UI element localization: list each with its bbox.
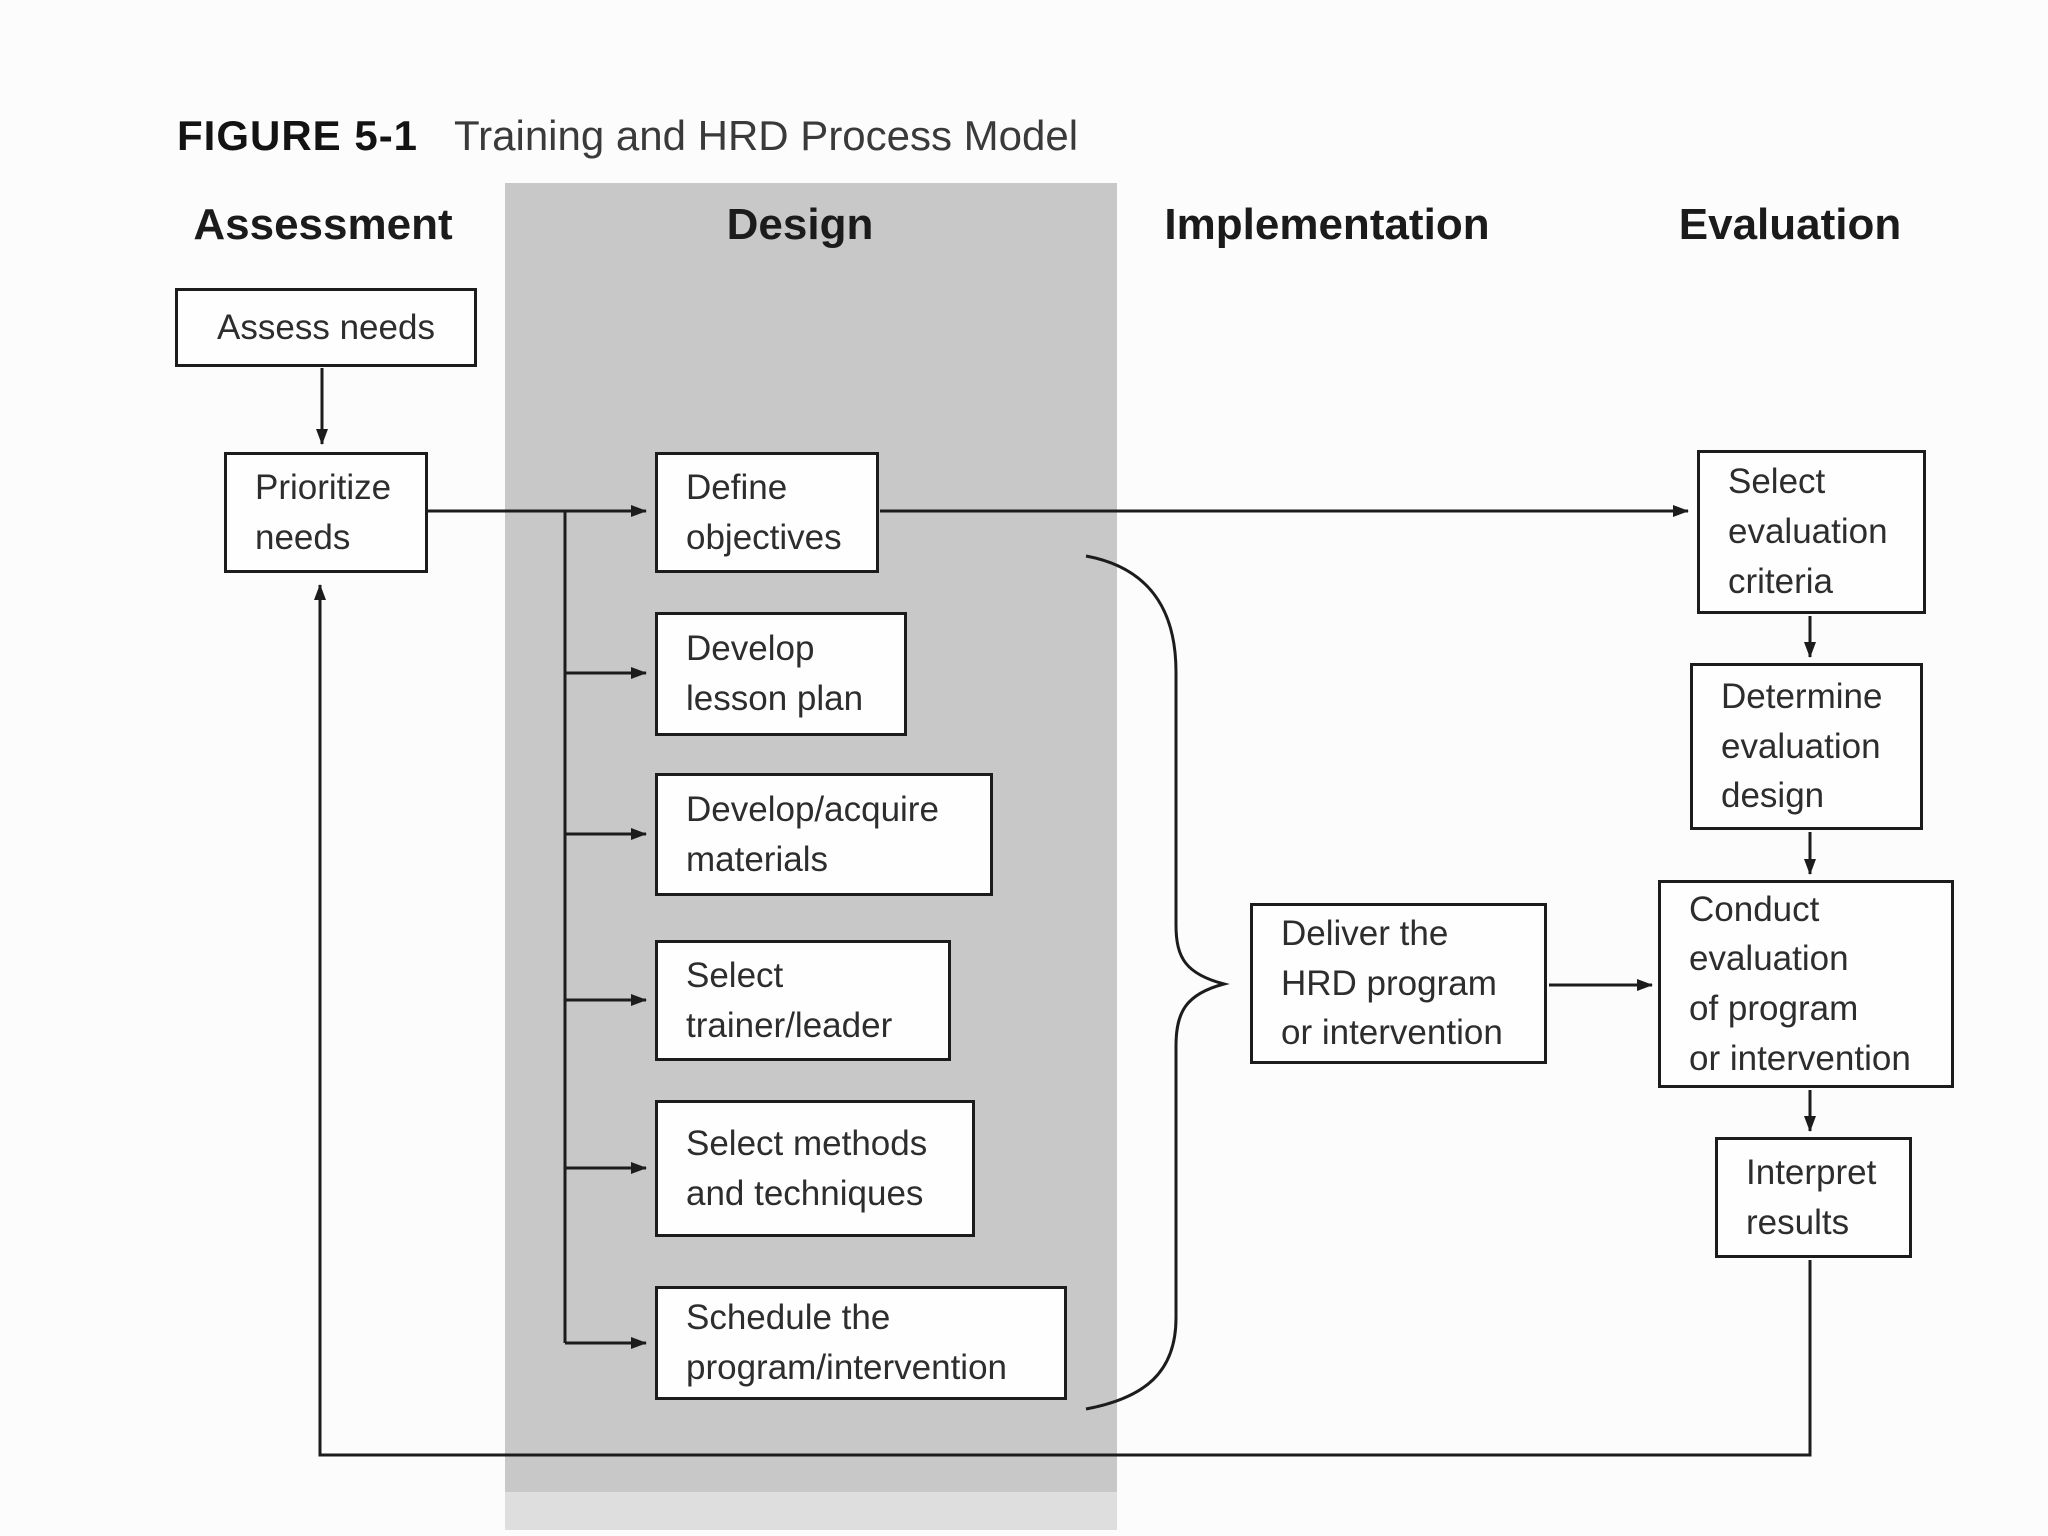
design-outputs-brace [1085,554,1230,1411]
node-assess-needs: Assess needs [175,288,477,367]
node-prioritize-needs: Prioritize needs [224,452,428,573]
node-select-methods-techniques: Select methods and techniques [655,1100,975,1237]
figure-number-label: FIGURE 5-1 [177,112,419,159]
design-column-band-tail [505,1492,1117,1530]
node-define-objectives: Define objectives [655,452,879,573]
node-schedule-program-intervention: Schedule the program/intervention [655,1286,1067,1400]
node-develop-lesson-plan: Develop lesson plan [655,612,907,736]
node-interpret-results: Interpret results [1715,1137,1912,1258]
node-select-trainer-leader: Select trainer/leader [655,940,951,1061]
node-determine-evaluation-design: Determine evaluation design [1690,663,1923,830]
node-develop-acquire-materials: Develop/acquire materials [655,773,993,896]
node-conduct-evaluation: Conduct evaluation of program or interve… [1658,880,1954,1088]
node-select-evaluation-criteria: Select evaluation criteria [1697,450,1926,614]
column-header-evaluation: Evaluation [1678,200,1902,249]
node-deliver-hrd-program: Deliver the HRD program or intervention [1250,903,1547,1064]
column-header-assessment: Assessment [193,200,453,249]
figure-title-row: FIGURE 5-1 Training and HRD Process Mode… [177,112,1078,160]
figure-title: Training and HRD Process Model [454,112,1079,159]
column-header-implementation: Implementation [1164,200,1490,249]
column-header-design: Design [726,200,874,249]
feedback-loop-interpret-to-prioritize [314,584,1812,1457]
